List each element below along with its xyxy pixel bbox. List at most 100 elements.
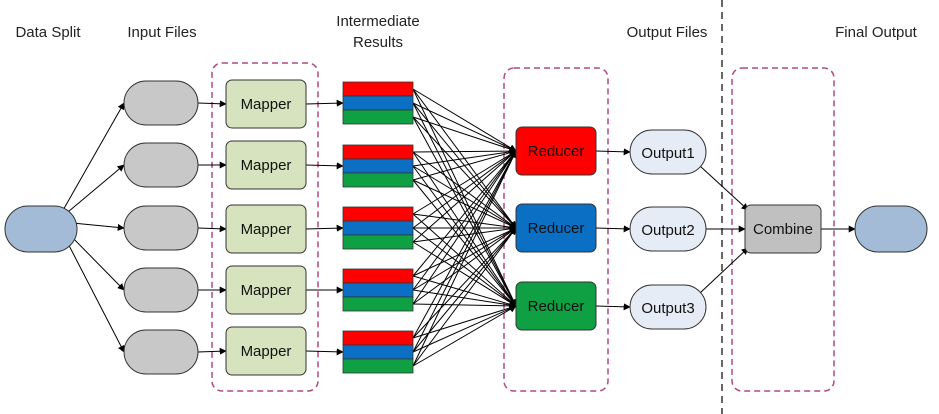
shuffle-arrow <box>412 241 517 307</box>
intermediate-partition-red <box>342 268 414 284</box>
mapper-to-intermediate-arrow <box>305 99 344 107</box>
shuffle-arrow <box>412 150 517 215</box>
reducer-label: Reducer <box>528 298 585 315</box>
intermediate-partition-blue <box>342 282 414 298</box>
reducers: Reducer Reducer Reducer <box>515 126 597 331</box>
shuffle-arrow <box>412 150 517 353</box>
header-output-files: Output Files <box>627 24 708 41</box>
shuffle-arrow <box>412 150 517 339</box>
intermediate-partition-green <box>342 296 414 312</box>
mapper-to-intermediate-arrow <box>305 348 344 356</box>
reducer-to-output-arrow <box>595 148 631 156</box>
mapper-label: Mapper <box>241 157 292 174</box>
shuffle-arrow <box>412 150 517 229</box>
intermediate-stack <box>342 144 414 188</box>
data-split-node <box>4 205 78 253</box>
shuffle-arrow <box>412 116 517 229</box>
input-file-node <box>123 329 199 375</box>
reducer-box-green <box>515 281 597 331</box>
shuffle-arrow <box>412 275 517 308</box>
mapper-box <box>225 326 307 376</box>
input-to-mapper-arrow <box>197 100 227 108</box>
intermediate-partition-blue <box>342 158 414 174</box>
shuffle-arrow <box>412 179 517 307</box>
intermediate-stack <box>342 268 414 312</box>
mapper-label: Mapper <box>241 221 292 238</box>
mapper-label: Mapper <box>241 282 292 299</box>
header-input-files: Input Files <box>127 24 196 41</box>
shuffle-arrow <box>412 150 517 277</box>
shuffle-arrow <box>412 227 517 367</box>
reducer-box-red <box>515 126 597 176</box>
reducer-group-box <box>503 67 609 392</box>
mapper-box <box>225 79 307 129</box>
split-to-input-arrow <box>61 164 125 218</box>
reducer-label: Reducer <box>528 143 585 160</box>
intermediate-partition-green <box>342 109 414 125</box>
mapper-box <box>225 265 307 315</box>
mapper-box <box>225 140 307 190</box>
final-output-node <box>854 205 928 253</box>
shuffle-arrow <box>412 147 517 155</box>
intermediate-partition-green <box>342 358 414 374</box>
mapper-group-box <box>211 62 319 392</box>
reducer-to-output-arrow <box>595 303 631 311</box>
shuffle-arrow <box>412 305 517 367</box>
shuffle-arrow <box>412 116 517 307</box>
intermediate-partition-blue <box>342 95 414 111</box>
header-final-output: Final Output <box>835 24 918 41</box>
intermediate-stack <box>342 330 414 374</box>
output-files: Output1 Output2 Output3 <box>629 129 707 330</box>
shuffle-arrow <box>412 227 517 305</box>
output-to-combine-arrow <box>699 247 749 294</box>
input-file-node <box>123 205 199 251</box>
shuffle-arrow <box>412 289 517 309</box>
intermediate-partition-red <box>342 81 414 97</box>
intermediate-stack <box>342 81 414 125</box>
output-label: Output3 <box>641 300 694 317</box>
header-data-split: Data Split <box>15 24 81 41</box>
shuffle-arrow <box>412 227 517 307</box>
shuffle-arrow <box>412 227 517 339</box>
header-intermediate: Intermediate <box>336 13 419 30</box>
shuffle-arrow <box>412 88 517 152</box>
mappers: Mapper Mapper Mapper Mapper Mapper <box>225 79 307 376</box>
shuffle-arrow <box>412 304 517 339</box>
intermediate-partition-blue <box>342 344 414 360</box>
input-to-mapper-arrow <box>197 347 227 355</box>
output-label: Output2 <box>641 222 694 239</box>
input-files <box>123 80 199 375</box>
split-to-input-arrow <box>61 102 125 213</box>
output-label: Output1 <box>641 145 694 162</box>
shuffle-arrow <box>412 165 517 307</box>
input-file-node <box>123 142 199 188</box>
intermediate-partition-red <box>342 330 414 346</box>
intermediate-results <box>342 81 414 374</box>
intermediate-partition-green <box>342 234 414 250</box>
shuffle-arrow <box>412 305 517 353</box>
mapper-to-intermediate-arrow <box>305 162 344 170</box>
output-node <box>629 129 707 175</box>
combine-label: Combine <box>753 221 813 238</box>
shuffle-arrow <box>412 150 517 305</box>
reducer-label: Reducer <box>528 220 585 237</box>
input-to-mapper-arrow <box>197 225 227 233</box>
mapper-box <box>225 204 307 254</box>
intermediate-partition-green <box>342 172 414 188</box>
intermediate-partition-red <box>342 206 414 222</box>
output-node <box>629 206 707 252</box>
intermediate-stack <box>342 206 414 250</box>
input-file-node <box>123 267 199 313</box>
output-node <box>629 284 707 330</box>
shuffle-arrow <box>412 116 517 153</box>
shuffle-arrow <box>412 102 517 152</box>
combine-box <box>744 204 822 254</box>
intermediate-partition-red <box>342 144 414 160</box>
shuffle-arrow <box>412 227 517 353</box>
shuffle-arrow <box>412 179 517 229</box>
reducer-box-blue <box>515 203 597 253</box>
split-to-input-arrow <box>61 231 125 353</box>
mapper-to-intermediate-arrow <box>305 224 344 232</box>
mapper-label: Mapper <box>241 96 292 113</box>
